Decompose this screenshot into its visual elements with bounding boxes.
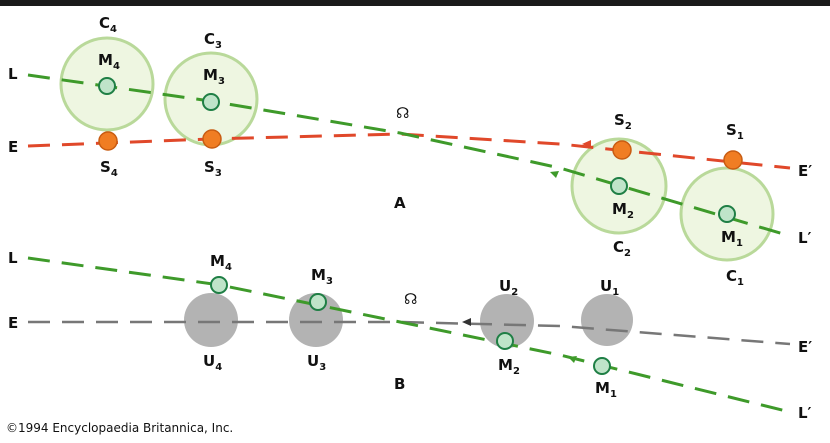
label-l-a: L xyxy=(8,65,18,83)
moon-m1 xyxy=(718,205,736,223)
lunar-orbit-line-a xyxy=(27,73,791,238)
label-m4-a: M4 xyxy=(98,51,120,72)
arrow-orbit-b xyxy=(568,356,577,363)
umbra-u3 xyxy=(289,293,343,347)
ecliptic-line-b xyxy=(28,320,791,346)
label-s4: S4 xyxy=(100,158,118,179)
moon-m3 xyxy=(202,93,220,111)
umbra-u2 xyxy=(480,294,534,348)
lunar-orbit-line-b xyxy=(27,256,791,414)
moon-m2 xyxy=(610,177,628,195)
umbra-u1 xyxy=(581,294,633,346)
label-u1: U1 xyxy=(600,277,619,298)
moon-m4 xyxy=(98,77,116,95)
sun-s2 xyxy=(612,140,632,160)
label-u3: U3 xyxy=(307,352,326,373)
panel-a: L E E′ L′ ☊ A C4 C3 C2 C1 M4 M3 M2 M1 S4… xyxy=(8,14,812,288)
moon-m4-b xyxy=(210,276,228,294)
label-c1: C1 xyxy=(726,267,744,288)
panel-a-label: A xyxy=(394,194,406,212)
copyright-notice: ©1994 Encyclopaedia Britannica, Inc. xyxy=(6,421,233,435)
label-s3: S3 xyxy=(204,158,222,179)
label-e-a: E xyxy=(8,138,18,156)
label-m1-b: M1 xyxy=(595,379,617,400)
umbra-u4 xyxy=(184,293,238,347)
arrow-ecliptic-a xyxy=(582,140,591,148)
label-m4-b: M4 xyxy=(210,252,232,273)
label-m2-a: M2 xyxy=(612,200,634,221)
label-c3: C3 xyxy=(204,30,222,51)
label-m1-a: M1 xyxy=(721,228,743,249)
label-u2: U2 xyxy=(499,277,518,298)
ascending-node-symbol-b: ☊ xyxy=(404,290,417,308)
label-e-prime-b: E′ xyxy=(798,338,812,356)
label-e-prime-a: E′ xyxy=(798,162,812,180)
panel-b-label: B xyxy=(394,375,405,393)
label-c2: C2 xyxy=(613,238,631,259)
moon-m3-b xyxy=(309,293,327,311)
label-l-prime-a: L′ xyxy=(798,229,812,247)
label-s1: S1 xyxy=(726,121,744,142)
label-e-b: E xyxy=(8,314,18,332)
arrow-ecliptic-b xyxy=(462,318,471,326)
sun-s3 xyxy=(202,129,222,149)
label-l-b: L xyxy=(8,249,18,267)
top-border xyxy=(0,0,830,6)
label-s2: S2 xyxy=(614,111,632,132)
label-c4: C4 xyxy=(99,14,117,35)
sun-s4 xyxy=(98,131,118,151)
sun-s1 xyxy=(723,150,743,170)
moon-m2-b xyxy=(496,332,514,350)
arrow-orbit-a xyxy=(550,171,559,178)
label-m2-b: M2 xyxy=(498,356,520,377)
label-m3-b: M3 xyxy=(311,266,333,287)
label-m3-a: M3 xyxy=(203,66,225,87)
label-l-prime-b: L′ xyxy=(798,404,812,422)
ecliptic-line-a xyxy=(27,132,791,170)
panel-b: L E E′ L′ ☊ B M4 M3 M2 M1 U4 U3 U2 U1 xyxy=(8,249,812,422)
label-u4: U4 xyxy=(203,352,222,373)
moon-m1-b xyxy=(593,357,611,375)
ascending-node-symbol-a: ☊ xyxy=(396,104,409,122)
